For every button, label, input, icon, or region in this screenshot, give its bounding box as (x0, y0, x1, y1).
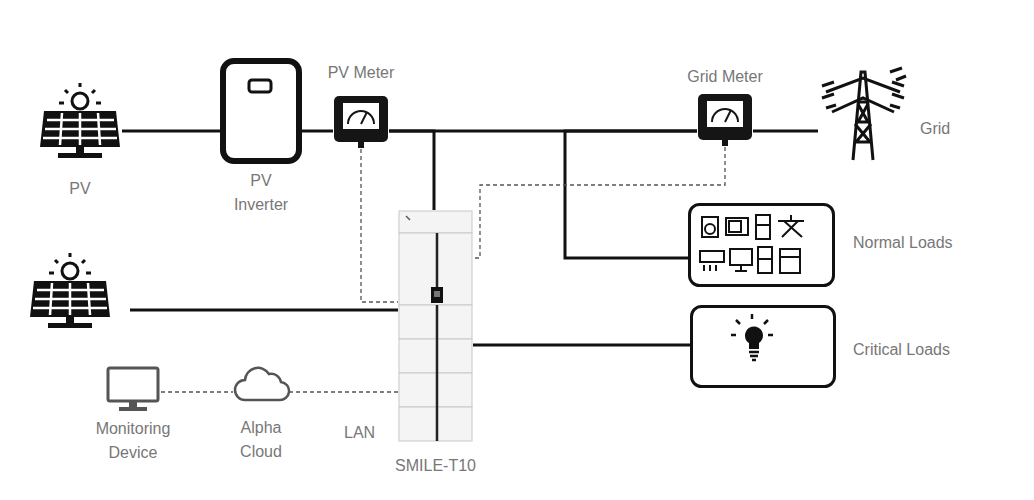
component-icon (398, 210, 473, 441)
comm-line (161, 391, 233, 392)
component-node: SMILE-T10 (398, 210, 473, 441)
power-line (302, 130, 333, 133)
power-line (389, 131, 434, 210)
label-text: Grid Meter (687, 68, 763, 85)
component-node: PV Inverter (220, 58, 302, 164)
power-line (753, 130, 818, 133)
component-label: Grid (920, 117, 980, 141)
label-text: SMILE-T10 (395, 457, 476, 474)
component-node: Critical Loads (690, 305, 836, 388)
component-node: Normal Loads (688, 203, 835, 287)
component-node: Grid (818, 62, 908, 162)
link-label: LAN (342, 423, 377, 443)
power-line (473, 344, 690, 347)
label-text: PV Inverter (234, 172, 288, 213)
component-label: Normal Loads (853, 231, 993, 255)
component-label: Monitoring Device (83, 417, 183, 465)
component-label: PV (50, 177, 110, 201)
label-text: Grid (920, 120, 950, 137)
comm-line (473, 147, 725, 258)
component-icon (697, 93, 753, 147)
component-icon (690, 305, 836, 388)
component-node: PV Meter (333, 95, 389, 149)
label-text: PV Meter (328, 64, 395, 81)
component-label: PV Inverter (226, 169, 296, 217)
label-text: Normal Loads (853, 234, 953, 251)
component-label: Critical Loads (853, 338, 993, 362)
component-icon (38, 85, 122, 160)
solar-panel (30, 253, 110, 328)
component-label: Alpha Cloud (221, 416, 301, 464)
comm-line (361, 149, 398, 302)
component-node: Alpha Cloud (233, 368, 289, 402)
component-icon (105, 365, 161, 411)
pv-wire (130, 309, 398, 312)
component-icon (233, 368, 289, 402)
label-text: Critical Loads (853, 341, 950, 358)
component-label: Grid Meter (675, 65, 775, 89)
component-node: Grid Meter (697, 93, 753, 147)
component-icon (688, 203, 835, 287)
power-line (565, 131, 697, 258)
label-text: Monitoring Device (96, 420, 171, 461)
label-text: Alpha Cloud (240, 419, 282, 460)
label-text: PV (69, 180, 90, 197)
component-node: PV (38, 85, 122, 160)
component-label: PV Meter (311, 61, 411, 85)
power-line (122, 130, 220, 133)
component-label: SMILE-T10 (376, 454, 495, 478)
component-node: Monitoring Device (105, 365, 161, 411)
component-icon (220, 58, 302, 164)
component-icon (333, 95, 389, 149)
component-icon (818, 62, 908, 162)
comm-line (289, 391, 398, 392)
